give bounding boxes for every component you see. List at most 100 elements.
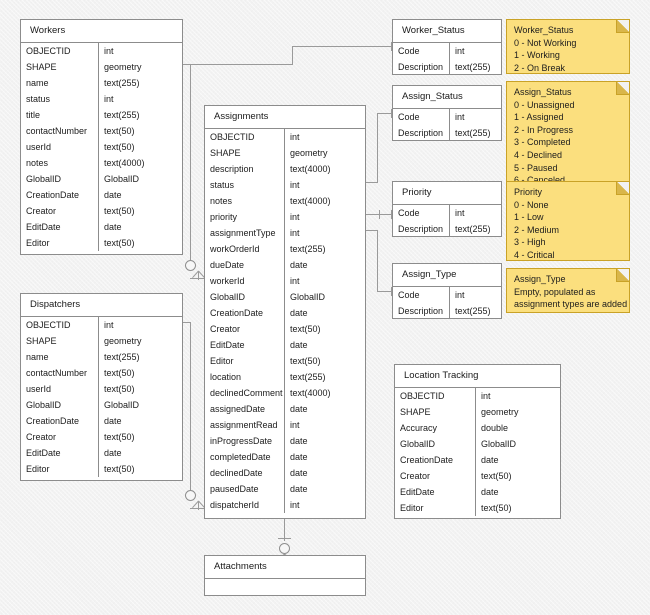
cardinality-zero-circle-attachments bbox=[279, 543, 290, 554]
field-type: text(50) bbox=[104, 126, 135, 136]
field-type: date bbox=[290, 340, 308, 350]
field-name: OBJECTID bbox=[395, 388, 476, 404]
field-name: declinedComment bbox=[205, 385, 285, 401]
field-name: Code bbox=[393, 43, 450, 59]
note-line: 0 - Unassigned bbox=[514, 99, 575, 110]
field-type: geometry bbox=[290, 148, 328, 158]
field-name: EditDate bbox=[21, 219, 99, 235]
field-type: text(255) bbox=[104, 78, 140, 88]
note-line: 4 - Critical bbox=[514, 249, 555, 260]
field-type: date bbox=[290, 484, 308, 494]
field-type: text(4000) bbox=[290, 164, 331, 174]
field-name: description bbox=[205, 161, 285, 177]
note-line: 1 - Working bbox=[514, 50, 560, 61]
field-type: GlobalID bbox=[481, 439, 517, 449]
field-type: text(255) bbox=[455, 224, 491, 234]
connector-assign-status-entry bbox=[377, 113, 402, 114]
field-type: text(50) bbox=[290, 356, 321, 366]
field-type: int bbox=[104, 46, 114, 56]
field-name: status bbox=[205, 177, 285, 193]
note-worker-status[interactable]: Worker_Status 0 - Not Working 1 - Workin… bbox=[506, 19, 630, 74]
note-priority[interactable]: Priority 0 - None 1 - Low 2 - Medium 3 -… bbox=[506, 181, 630, 261]
field-name: Accuracy bbox=[395, 420, 476, 436]
field-type: date bbox=[104, 190, 122, 200]
connector-workers-status-segment-b bbox=[292, 46, 293, 65]
field-name: completedDate bbox=[205, 449, 285, 465]
field-name: CreationDate bbox=[205, 305, 285, 321]
field-type: date bbox=[104, 448, 122, 458]
field-name: Editor bbox=[21, 235, 99, 251]
field-name: workerId bbox=[205, 273, 285, 289]
field-type bbox=[285, 579, 365, 596]
field-type: date bbox=[481, 455, 499, 465]
note-line: 2 - Medium bbox=[514, 224, 560, 235]
field-type: text(50) bbox=[481, 471, 512, 481]
field-name: GlobalID bbox=[21, 171, 99, 187]
connector-tick-attachments bbox=[278, 538, 291, 539]
connector-dispatchers-entry bbox=[190, 508, 204, 509]
field-name: OBJECTID bbox=[205, 129, 285, 145]
field-type: date bbox=[290, 468, 308, 478]
connector-workers-status-segment-c bbox=[292, 46, 402, 47]
field-type: date bbox=[290, 436, 308, 446]
note-assign-type[interactable]: Assign_Type Empty, populated as assignme… bbox=[506, 268, 630, 313]
field-type: text(50) bbox=[104, 368, 135, 378]
field-type: text(4000) bbox=[104, 158, 145, 168]
note-line: 1 - Assigned bbox=[514, 112, 564, 123]
field-type: text(50) bbox=[104, 142, 135, 152]
connector-tick-priority bbox=[391, 210, 392, 219]
field-type: text(255) bbox=[455, 306, 491, 316]
connector-attachments-vertical bbox=[284, 519, 285, 541]
field-name: status bbox=[21, 91, 99, 107]
connector-assign-status-exit bbox=[366, 182, 378, 183]
field-type: date bbox=[290, 404, 308, 414]
field-name: userId bbox=[21, 381, 99, 397]
field-name: CreationDate bbox=[21, 413, 99, 429]
entity-title-assignments: Assignments bbox=[205, 106, 365, 129]
note-line: 2 - On Break bbox=[514, 62, 566, 73]
entity-title-assign-status: Assign_Status bbox=[393, 86, 501, 109]
note-line: 4 - Declined bbox=[514, 149, 563, 160]
field-name: declinedDate bbox=[205, 465, 285, 481]
connector-dispatchers-vertical bbox=[190, 322, 191, 496]
field-type: int bbox=[290, 212, 300, 222]
field-name: Code bbox=[393, 205, 450, 221]
note-assign-status[interactable]: Assign_Status 0 - Unassigned 1 - Assigne… bbox=[506, 81, 630, 187]
field-type: int bbox=[104, 94, 114, 104]
entity-attachments[interactable]: Attachments bbox=[204, 555, 366, 596]
entity-title-assign-type: Assign_Type bbox=[393, 264, 501, 287]
note-line: 3 - Completed bbox=[514, 137, 571, 148]
